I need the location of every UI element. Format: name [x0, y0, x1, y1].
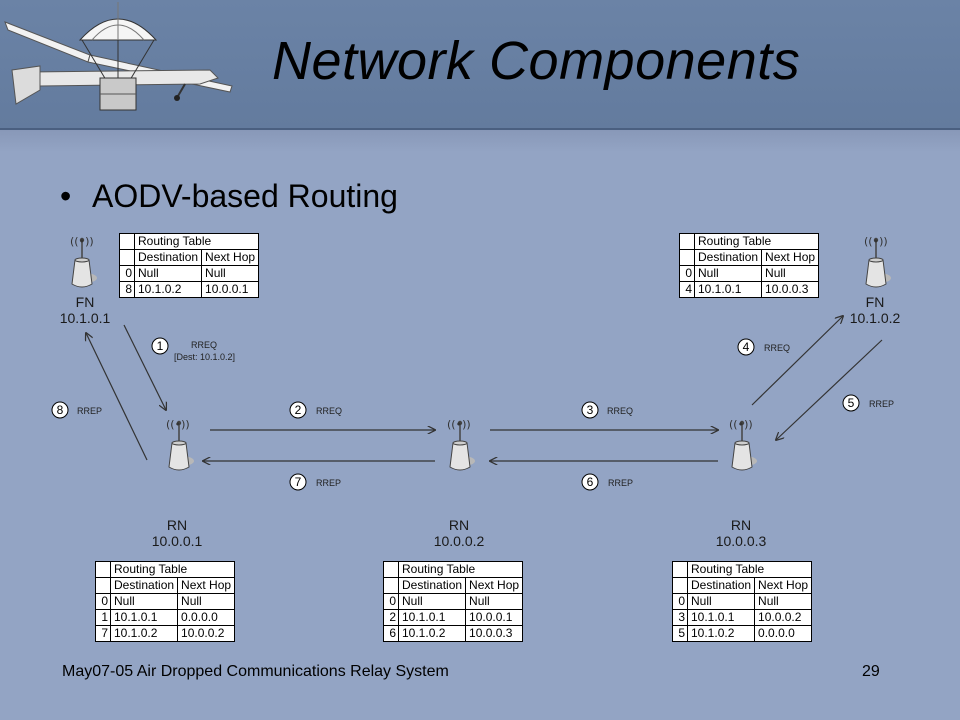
column-header: Next Hop	[201, 249, 260, 266]
bullet-dot: •	[60, 178, 72, 214]
fn1-signal-icon: ((•))	[70, 235, 94, 248]
msg-4-label: RREQ	[764, 343, 790, 353]
msg-2-label: RREQ	[316, 406, 342, 416]
svg-text:7: 7	[295, 475, 302, 489]
column-header: Destination	[397, 577, 467, 594]
svg-text:5: 5	[848, 396, 855, 410]
rn1-ip: 10.0.0.1	[151, 533, 203, 549]
uav-parachute-logo-icon	[4, 2, 233, 111]
header-shadow-band	[0, 130, 960, 152]
rn2-signal-icon: ((•))	[447, 418, 471, 431]
column-header: Destination	[686, 577, 756, 594]
msg-1-badge: 1	[151, 337, 169, 355]
table-title: Routing Table	[397, 561, 524, 578]
table-title: Routing Table	[133, 233, 260, 250]
column-header: Next Hop	[177, 577, 236, 594]
svg-text:1: 1	[157, 339, 164, 353]
msg-4-badge: 4	[737, 338, 755, 356]
slide-title: Network Components	[272, 31, 801, 91]
msg-8-label: RREP	[77, 406, 102, 416]
rn3-type: RN	[730, 517, 752, 533]
bullet-text: AODV-based Routing	[92, 178, 398, 214]
rn2-type: RN	[448, 517, 470, 533]
fn1-label: FN 10.1.0.1	[50, 294, 120, 326]
page-number: 29	[862, 663, 880, 680]
rn1-signal-icon: ((•))	[166, 418, 190, 431]
msg-8-badge: 8	[51, 401, 69, 419]
svg-text:3: 3	[587, 403, 594, 417]
rn2-label: RN 10.0.0.2	[424, 517, 494, 549]
arrow-5-rrep	[776, 339, 883, 440]
column-header: Destination	[109, 577, 179, 594]
column-header: Destination	[133, 249, 203, 266]
msg-7-badge: 7	[289, 473, 307, 491]
msg-2-badge: 2	[289, 401, 307, 419]
slide-footer: May07-05 Air Dropped Communications Rela…	[62, 663, 449, 680]
rn1-type: RN	[166, 517, 188, 533]
rn2-ip: 10.0.0.2	[433, 533, 485, 549]
fn2-label: FN 10.1.0.2	[840, 294, 910, 326]
header-bar	[0, 0, 960, 131]
svg-text:8: 8	[57, 403, 64, 417]
msg-6-badge: 6	[581, 473, 599, 491]
rn3-label: RN 10.0.0.3	[706, 517, 776, 549]
column-header: Destination	[693, 249, 763, 266]
bullet-item: • AODV-based Routing	[60, 178, 398, 215]
fn2-ip: 10.1.0.2	[849, 310, 901, 326]
msg-6-label: RREP	[608, 478, 633, 488]
fn2-type: FN	[865, 294, 885, 310]
table-title: Routing Table	[686, 561, 813, 578]
msg-1-label: RREQ	[191, 340, 217, 350]
svg-text:4: 4	[743, 340, 750, 354]
fn1-ip: 10.1.0.1	[59, 310, 111, 326]
rn3-ip: 10.0.0.3	[715, 533, 767, 549]
arrow-4-rreq	[751, 316, 843, 406]
table-title: Routing Table	[693, 233, 820, 250]
column-header: Next Hop	[761, 249, 820, 266]
msg-7-label: RREP	[316, 478, 341, 488]
fn1-type: FN	[75, 294, 95, 310]
column-header: Next Hop	[465, 577, 524, 594]
msg-5-badge: 5	[842, 394, 860, 412]
msg-1-detail: [Dest: 10.1.0.2]	[174, 352, 235, 362]
rn3-signal-icon: ((•))	[729, 418, 753, 431]
rn1-label: RN 10.0.0.1	[142, 517, 212, 549]
msg-5-label: RREP	[869, 399, 894, 409]
arrow-1-rreq	[123, 324, 166, 410]
arrow-8-rrep	[86, 333, 148, 461]
table-title: Routing Table	[109, 561, 236, 578]
column-header: Next Hop	[754, 577, 813, 594]
svg-text:6: 6	[587, 475, 594, 489]
fn2-signal-icon: ((•))	[864, 235, 888, 248]
svg-text:2: 2	[295, 403, 302, 417]
msg-3-badge: 3	[581, 401, 599, 419]
msg-3-label: RREQ	[607, 406, 633, 416]
